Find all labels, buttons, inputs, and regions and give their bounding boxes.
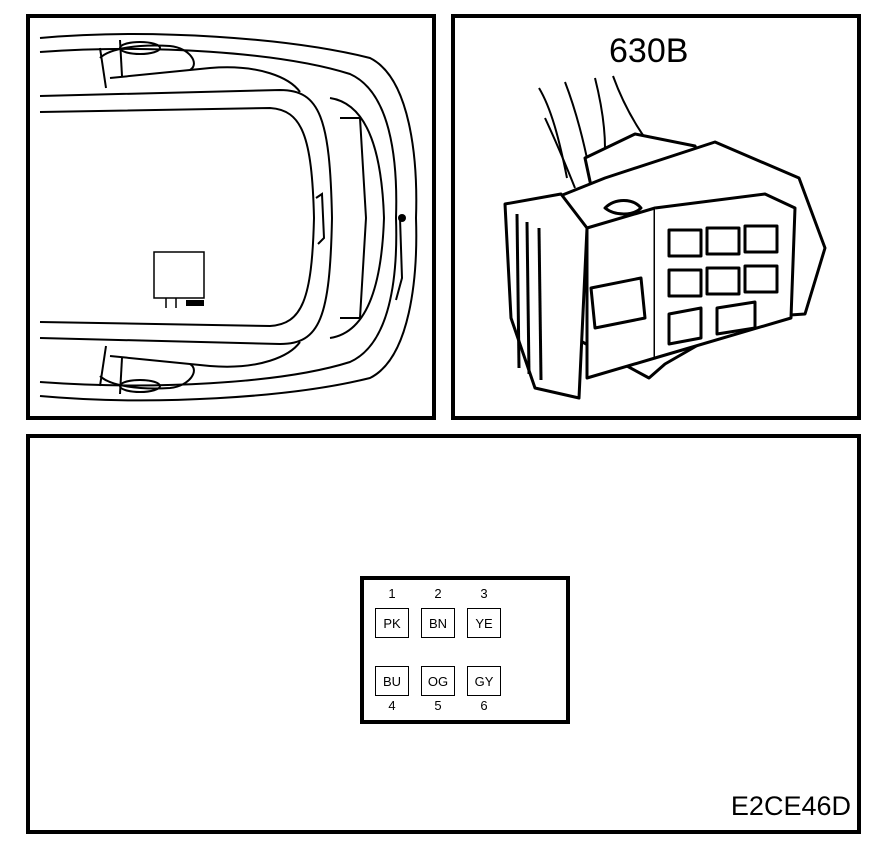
- pin-cavity: OG: [421, 666, 455, 696]
- connector-drawing: [503, 75, 827, 400]
- pin-cavity: YE: [467, 608, 501, 638]
- pin-number: 5: [434, 698, 442, 713]
- pin-number: 3: [480, 586, 488, 601]
- connector-illustration-panel: 630B: [451, 14, 861, 420]
- pin-number: 4: [388, 698, 396, 713]
- connector-label: 630B: [609, 32, 689, 70]
- connector-face: 1 2 3 PK BN YE BU OG GY 4 5 6: [360, 576, 570, 724]
- pin-number: 2: [434, 586, 442, 601]
- pin-number: 1: [388, 586, 396, 601]
- pin-number: 6: [480, 698, 488, 713]
- figure-code: E2CE46D: [730, 791, 851, 821]
- pin-cavity: PK: [375, 608, 409, 638]
- pin-cavity: GY: [467, 666, 501, 696]
- vehicle-location-panel: [26, 14, 436, 420]
- pin-cavity: BN: [421, 608, 455, 638]
- component-location-icon: [153, 251, 205, 308]
- vehicle-top-view: [39, 33, 418, 402]
- pin-assignment-panel: 1 2 3 PK BN YE BU OG GY 4 5 6 E2CE46D: [26, 434, 861, 834]
- pin-cavity: BU: [375, 666, 409, 696]
